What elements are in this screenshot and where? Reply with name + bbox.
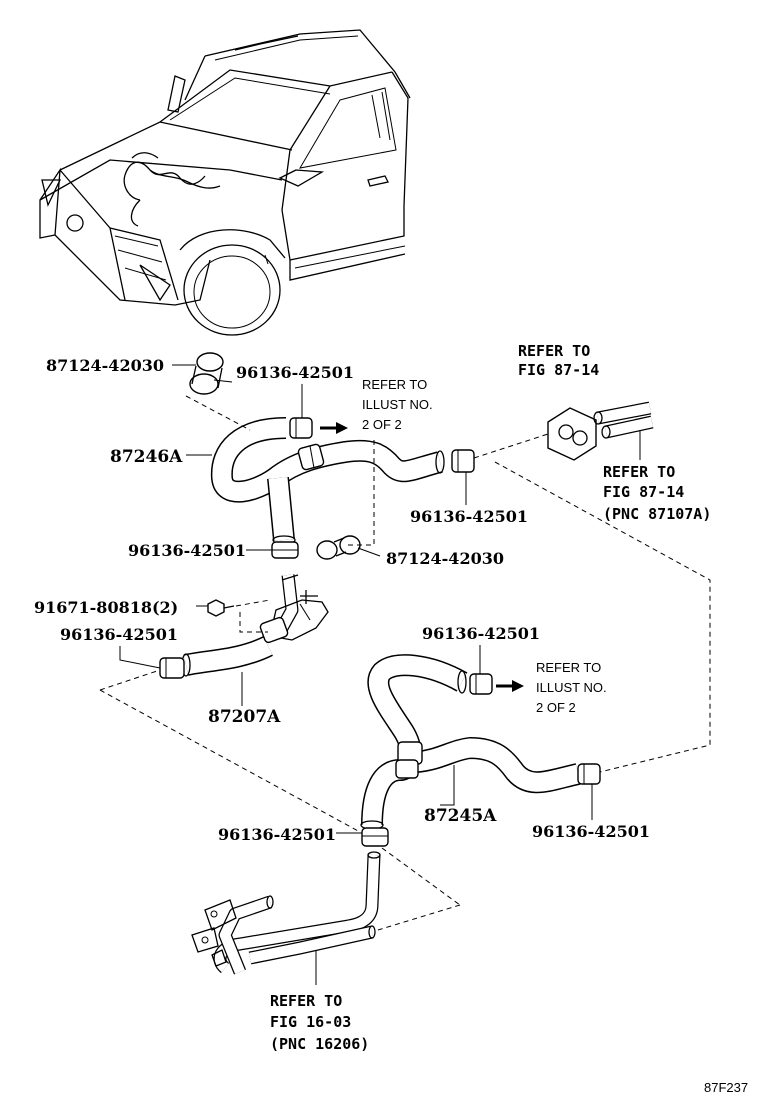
label-hose-87207a: 87207A (208, 707, 281, 727)
refer-illust-lower-line-1: REFER TO (536, 660, 601, 675)
hose-clamp-center-lower (361, 827, 389, 847)
refer-illust-top-line-2: ILLUST NO. (362, 397, 433, 412)
label-clamp-right-mid: 96136-42501 (422, 624, 540, 643)
label-clamp-center-lower: 96136-42501 (218, 825, 336, 844)
label-clamp-left-mid: 96136-42501 (128, 541, 246, 560)
label-clamp-left-lower: 96136-42501 (60, 625, 178, 644)
leader-lines (119, 364, 641, 985)
refer-fig-87-14-b: REFER TO FIG 87-14 (PNC 87107A) (603, 463, 711, 523)
figure-code: 87F237 (704, 1080, 748, 1095)
hose-clamp-right-lower (577, 763, 601, 785)
hose-clamp-junction-lower (395, 741, 423, 779)
refer-fig-16-03-line-1: REFER TO (270, 992, 342, 1010)
refer-illust-top-line-1: REFER TO (362, 377, 427, 392)
bolt-91671 (207, 599, 235, 617)
label-clip-mid: 87124-42030 (386, 549, 504, 568)
hose-87245a-drawing (360, 654, 581, 830)
arrow-to-illust-top (320, 422, 348, 434)
refer-fig-16-03: REFER TO FIG 16-03 (PNC 16206) (270, 992, 369, 1053)
label-hose-87245a: 87245A (424, 806, 497, 826)
hose-clamp-left-mid (271, 541, 299, 559)
label-clip-top-left: 87124-42030 (46, 356, 164, 375)
spring-clip-top-left (189, 352, 233, 395)
hose-clamp-right-mid (469, 673, 493, 695)
heater-water-pipes (191, 851, 381, 975)
hose-clamp-upper-mid (289, 417, 313, 439)
refer-fig-16-03-line-2: FIG 16-03 (270, 1013, 351, 1031)
refer-illust-top-line-3: 2 OF 2 (362, 417, 402, 432)
refer-illust-lower-line-2: ILLUST NO. (536, 680, 607, 695)
refer-fig-87-14-a-line-1: REFER TO (518, 342, 590, 360)
hose-clamp-junction-upper (297, 443, 325, 471)
refer-fig-16-03-line-3: (PNC 16206) (270, 1035, 369, 1053)
hose-clamp-valve (259, 616, 289, 644)
refer-fig-87-14-b-line-2: FIG 87-14 (603, 483, 684, 501)
refer-fig-87-14-a: REFER TO FIG 87-14 (518, 342, 599, 379)
label-clamp-top-mid: 96136-42501 (236, 363, 354, 382)
hose-87246a-drawing (210, 417, 445, 545)
refer-fig-87-14-b-line-3: (PNC 87107A) (603, 505, 711, 523)
hose-clamp-left-lower (159, 657, 185, 679)
refer-illust-top: REFER TO ILLUST NO. 2 OF 2 (362, 377, 433, 432)
part-labels: 87124-42030 96136-42501 REFER TO ILLUST … (34, 342, 748, 1095)
label-hose-87246a: 87246A (110, 447, 183, 467)
water-valve (269, 574, 329, 641)
spring-clip-mid (316, 535, 361, 560)
label-clamp-right-upper: 96136-42501 (410, 507, 528, 526)
refer-fig-87-14-a-line-2: FIG 87-14 (518, 361, 599, 379)
firewall-grommet (547, 401, 654, 461)
arrow-to-illust-lower (496, 680, 524, 692)
refer-fig-87-14-b-line-1: REFER TO (603, 463, 675, 481)
vehicle-illustration (39, 29, 411, 336)
label-bolt: 91671-80818(2) (34, 598, 178, 617)
dashed-guides (99, 395, 711, 931)
hose-clamp-right-upper (451, 449, 475, 473)
refer-illust-lower: REFER TO ILLUST NO. 2 OF 2 (536, 660, 607, 715)
refer-illust-lower-line-3: 2 OF 2 (536, 700, 576, 715)
hose-87207a-drawing (181, 636, 273, 677)
label-clamp-right-lower: 96136-42501 (532, 822, 650, 841)
